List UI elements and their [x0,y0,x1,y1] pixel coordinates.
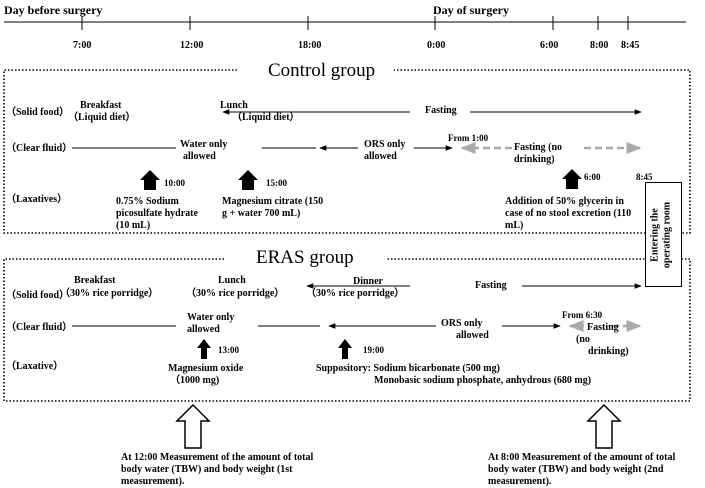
eras-laxative-1: （1000 mg) [170,375,220,386]
eras-dinner: Dinner [353,276,383,287]
tick-label: 8:00 [590,40,609,51]
row-label-laxative: （Laxative） [6,361,64,372]
tick-label: 0:00 [427,40,446,51]
operating-room-label: Entering the operating room [650,183,678,288]
control-no-drink-1: Fasting (no [514,142,563,153]
eras-laxative-arrow-1900 [338,339,352,359]
control-no-drink-2: drinking) [514,154,555,165]
control-laxative-arrow-1000 [140,170,160,190]
row-label-solid-food: （Solid food） [6,107,70,118]
eras-breakfast: Breakfast [74,275,116,286]
tick-label: 18:00 [298,40,322,51]
control-water-only: Water only [180,139,228,150]
eras-breakfast-diet: （30% rice porridge） [60,288,159,299]
control-water-allowed: allowed [183,151,216,162]
day-before-label: Day before surgery [4,3,103,17]
measurement-1-text: measurement). [121,476,185,487]
row-label-clear-fluid: （Clear fluid） [6,143,73,154]
measurement-2-text: At 8:00 Measurement of the amount of tot… [488,452,676,463]
control-laxative-arrow-1500 [238,170,258,190]
eras-no-drink-1: Fasting [587,322,619,333]
control-fasting: Fasting [425,105,457,116]
control-laxative-arrow-600 [562,169,582,189]
eras-water-allowed: allowed [187,324,220,335]
control-laxative-1: picosulfate hydrate [116,208,198,219]
eras-group-box [3,258,691,402]
control-lunch-diet: （Liquid diet） [232,112,300,123]
eras-dinner-diet: （30% rice porridge） [306,288,405,299]
eras-ors-allowed: allowed [456,330,489,341]
control-laxative-1: 0.75% Sodium [116,196,179,207]
control-ors-allowed: allowed [364,151,397,162]
control-laxative-3: mL) [505,220,524,231]
control-laxative-2: g + water 700 mL) [222,208,301,219]
control-ors-only: ORS only [364,139,406,150]
eras-lunch: Lunch [218,275,246,286]
eras-lunch-diet: （30% rice porridge） [186,288,285,299]
timeline-axis [4,16,686,30]
eras-group-title: ERAS group [256,247,354,268]
eras-ors-only: ORS only [441,318,483,329]
control-breakfast: Breakfast [80,100,122,111]
control-laxative-2: Magnesium citrate (150 [222,196,324,207]
day-of-label: Day of surgery [433,3,509,17]
tick-label: 6:00 [540,40,559,51]
eras-fasting: Fasting [475,280,507,291]
control-laxative-3: case of no stool excretion (110 [505,208,632,219]
control-time-845: 8:45 [636,172,653,182]
operating-room-line1: Entering the [649,208,661,262]
control-lunch: Lunch [220,100,248,111]
eras-time-1300: 13:00 [218,345,239,355]
control-group-box [3,69,691,234]
eras-from-time: From 6:30 [562,310,603,320]
measurement-2-text: body water (TBW) and body weight (2nd [488,464,664,475]
control-time-1000: 10:00 [164,178,185,188]
tick-label: 8:45 [621,40,640,51]
measurement-1-text: body water (TBW) and body weight (1st [121,464,293,475]
eras-no-drink-2: (no [576,334,590,345]
eras-laxative-arrow-1300 [197,339,211,359]
control-laxative-1: (10 mL) [116,220,151,231]
eras-arrows [72,283,642,329]
measurement-arrow-1 [175,403,211,449]
tick-label: 12:00 [180,40,204,51]
eras-water-only: Water only [187,312,235,323]
control-arrows [72,109,642,151]
eras-time-1900: 19:00 [363,345,384,355]
eras-laxative-2: Suppository: Sodium bicarbonate (500 mg) [316,363,500,374]
control-group-title: Control group [268,60,376,81]
row-label-laxatives: （Laxatives） [6,194,68,205]
eras-no-drink-3: drinking) [588,346,629,357]
control-time-1500: 15:00 [266,178,287,188]
control-breakfast-diet: （Liquid diet） [68,112,136,123]
control-time-600: 6:00 [584,172,601,182]
row-label-solid-food: （Solid food） [6,290,70,301]
control-laxative-3: Addition of 50% glycerin in [505,196,624,207]
measurement-1-text: At 12:00 Measurement of the amount of to… [121,452,314,463]
operating-room-line2: operating room [661,201,673,269]
measurement-arrow-2 [586,403,622,449]
control-from-time: From 1:00 [448,133,489,143]
eras-laxative-2: Monobasic sodium phosphate, anhydrous (6… [374,375,592,386]
eras-laxative-1: Magnesium oxide [168,363,244,374]
tick-label: 7:00 [73,40,92,51]
row-label-clear-fluid: （Clear fluid） [6,322,73,333]
measurement-2-text: measurement). [488,476,552,487]
operating-room-box [645,182,682,287]
